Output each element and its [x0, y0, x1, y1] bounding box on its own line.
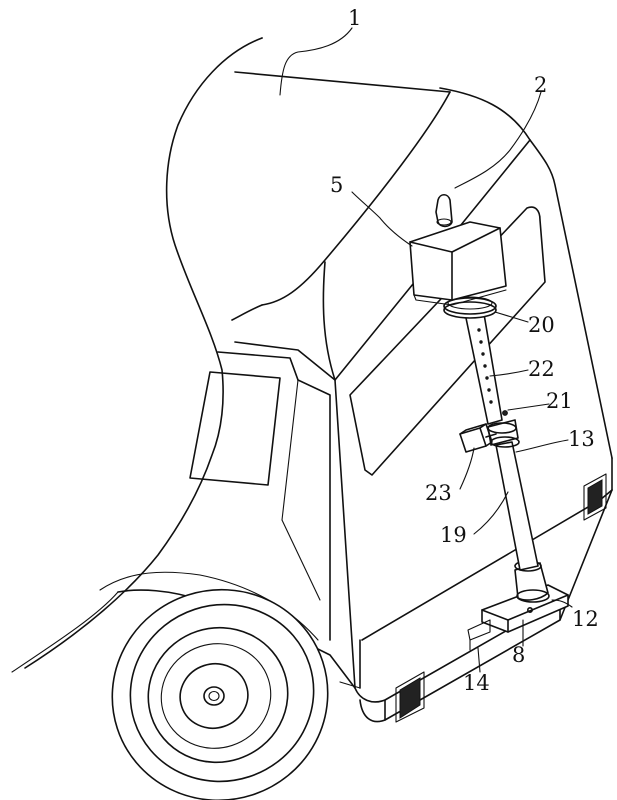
label-13: 13 [568, 427, 595, 451]
tail-light-left [396, 672, 424, 722]
label-2: 2 [534, 73, 547, 97]
label-22: 22 [528, 357, 555, 381]
label-21: 21 [546, 389, 573, 413]
label-14: 14 [463, 671, 490, 695]
label-1: 1 [348, 6, 361, 30]
wheel [85, 562, 355, 800]
label-8: 8 [512, 643, 525, 667]
label-5: 5 [330, 173, 343, 197]
label-12: 12 [572, 607, 599, 631]
label-20: 20 [528, 313, 555, 337]
label-23: 23 [425, 481, 452, 505]
label-19: 19 [440, 523, 467, 547]
antenna [436, 195, 452, 227]
